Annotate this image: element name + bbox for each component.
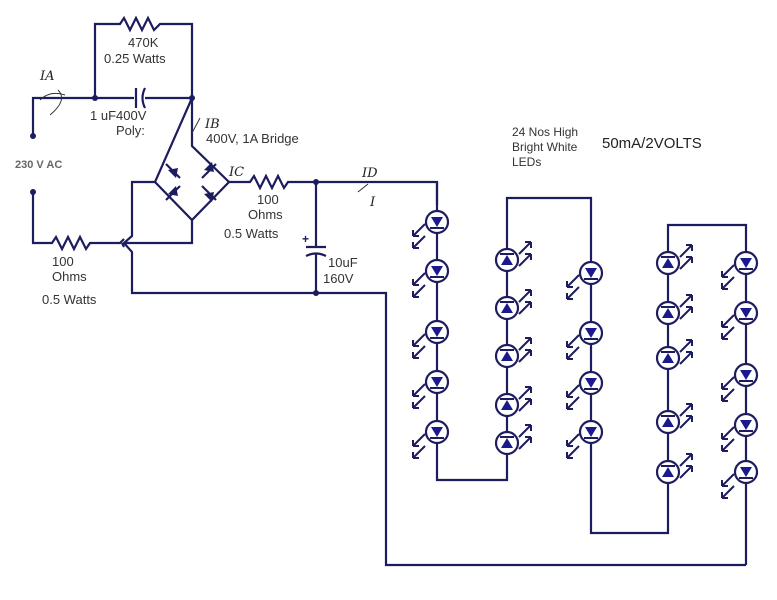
r2-power: 0.5 Watts xyxy=(42,292,97,307)
svg-text:+: + xyxy=(302,232,309,246)
bridge-rectifier xyxy=(121,97,316,295)
led xyxy=(412,209,450,249)
light-emission-arrows-icon xyxy=(679,453,693,479)
light-emission-arrows-icon xyxy=(412,272,426,298)
r2-unit: Ohms xyxy=(52,269,87,284)
light-emission-arrows-icon xyxy=(412,383,426,409)
r3-value: 100 xyxy=(257,192,279,207)
r3-power: 0.5 Watts xyxy=(224,226,279,241)
light-emission-arrows-icon xyxy=(518,424,532,450)
led xyxy=(721,459,759,499)
led xyxy=(412,319,450,359)
resistor-100-right xyxy=(229,173,439,205)
light-emission-arrows-icon xyxy=(518,289,532,315)
led xyxy=(655,339,693,371)
led xyxy=(655,403,693,435)
light-emission-arrows-icon xyxy=(412,333,426,359)
led xyxy=(494,289,532,321)
led xyxy=(494,424,532,456)
led xyxy=(412,258,450,298)
light-emission-arrows-icon xyxy=(518,337,532,363)
light-emission-arrows-icon xyxy=(412,433,426,459)
terminal-dot xyxy=(30,133,36,139)
light-emission-arrows-icon xyxy=(679,403,693,429)
led xyxy=(655,244,693,276)
light-emission-arrows-icon xyxy=(566,274,580,300)
r3-unit: Ohms xyxy=(248,207,283,222)
led xyxy=(494,386,532,418)
led xyxy=(721,300,759,340)
light-emission-arrows-icon xyxy=(721,264,735,290)
r1-power: 0.25 Watts xyxy=(104,51,166,66)
led-chain-wires xyxy=(435,182,748,565)
light-emission-arrows-icon xyxy=(721,473,735,499)
resistor-100-left xyxy=(31,192,125,252)
led xyxy=(721,250,759,290)
c1-value: 1 uF400V xyxy=(90,108,147,123)
led xyxy=(494,337,532,369)
led xyxy=(655,453,693,485)
r2-value: 100 xyxy=(52,254,74,269)
resistor-470k xyxy=(93,15,194,98)
light-emission-arrows-icon xyxy=(679,339,693,365)
r1-value: 470K xyxy=(128,35,159,50)
light-emission-arrows-icon xyxy=(566,433,580,459)
led xyxy=(412,419,450,459)
led xyxy=(494,241,532,273)
current-annotations: IA IB IC ID I xyxy=(39,69,378,210)
capacitor-1uf xyxy=(31,87,192,136)
annotation-i: I xyxy=(369,195,376,210)
led-desc-3: LEDs xyxy=(512,155,541,169)
annotation-ic: IC xyxy=(228,165,244,180)
c2-value: 10uF xyxy=(328,255,358,270)
capacitor-10uf: + xyxy=(302,182,746,567)
light-emission-arrows-icon xyxy=(412,223,426,249)
light-emission-arrows-icon xyxy=(679,294,693,320)
led-array xyxy=(412,209,759,499)
led xyxy=(566,260,604,300)
led xyxy=(721,412,759,452)
light-emission-arrows-icon xyxy=(566,384,580,410)
c2-voltage: 160V xyxy=(323,271,354,286)
light-emission-arrows-icon xyxy=(566,334,580,360)
led xyxy=(412,369,450,409)
led xyxy=(721,362,759,402)
led-desc-2: Bright White xyxy=(512,140,578,154)
annotation-ia: IA xyxy=(39,69,55,84)
led xyxy=(566,370,604,410)
light-emission-arrows-icon xyxy=(721,426,735,452)
led xyxy=(566,320,604,360)
light-emission-arrows-icon xyxy=(721,314,735,340)
light-emission-arrows-icon xyxy=(679,244,693,270)
junction-dot xyxy=(313,290,319,296)
light-emission-arrows-icon xyxy=(518,386,532,412)
annotation-id: ID xyxy=(361,166,378,181)
junction-dot xyxy=(313,179,319,185)
junction-dot xyxy=(92,95,98,101)
led xyxy=(566,419,604,459)
annotation-ib: IB xyxy=(204,117,220,132)
supply-label: 230 V AC xyxy=(15,159,62,171)
bridge-label: 400V, 1A Bridge xyxy=(206,131,299,146)
c1-type: Poly: xyxy=(116,123,145,138)
light-emission-arrows-icon xyxy=(721,376,735,402)
light-emission-arrows-icon xyxy=(518,241,532,267)
led-desc-1: 24 Nos High xyxy=(512,125,578,139)
led-rating: 50mA/2VOLTS xyxy=(602,135,702,152)
led xyxy=(655,294,693,326)
